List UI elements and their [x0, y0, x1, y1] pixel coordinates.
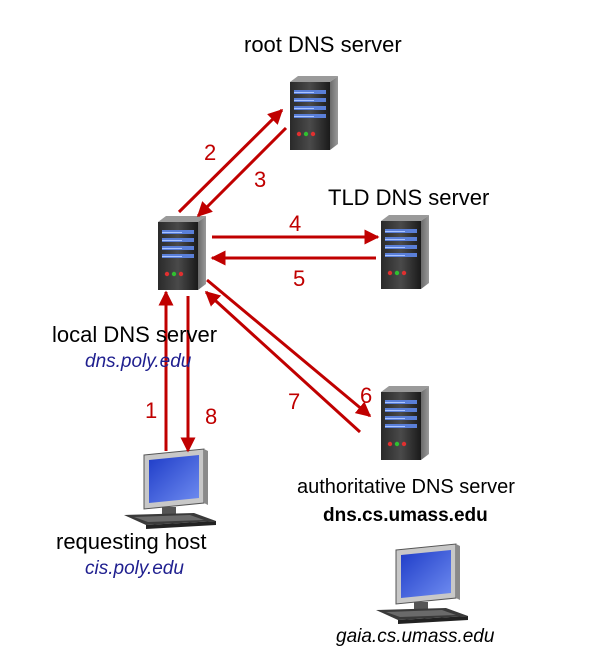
step-5-label: 5 — [293, 266, 306, 291]
step-7-label: 7 — [288, 389, 301, 414]
step-6-label: 6 — [360, 383, 373, 408]
step-8-label: 8 — [205, 404, 218, 429]
arrow-step-6 — [206, 278, 372, 418]
step-4-label: 4 — [289, 211, 302, 236]
requesting-host-hostname: cis.poly.edu — [85, 558, 184, 579]
target-host-icon — [375, 543, 469, 625]
authoritative-server-label: authoritative DNS server — [297, 476, 515, 498]
root-server-label: root DNS server — [244, 32, 402, 57]
requesting-host-label: requesting host — [56, 529, 207, 554]
tld-server-label: TLD DNS server — [328, 185, 490, 210]
local-server-label: local DNS server — [52, 322, 218, 347]
tld-server-icon — [381, 215, 429, 289]
target-host-hostname: gaia.cs.umass.edu — [336, 626, 495, 647]
local-server-icon — [158, 216, 206, 290]
arrow-step-2 — [177, 108, 284, 214]
step-3-label: 3 — [254, 167, 267, 192]
requesting-host-icon — [123, 448, 217, 530]
arrow-step-7 — [204, 290, 362, 434]
authoritative-server-hostname: dns.cs.umass.edu — [323, 505, 488, 526]
local-server-hostname: dns.poly.edu — [85, 351, 192, 372]
step-2-label: 2 — [204, 140, 217, 165]
authoritative-server-icon — [381, 386, 429, 460]
root-server-icon — [290, 76, 338, 150]
step-1-label: 1 — [145, 398, 158, 423]
arrow-step-3 — [196, 126, 288, 218]
